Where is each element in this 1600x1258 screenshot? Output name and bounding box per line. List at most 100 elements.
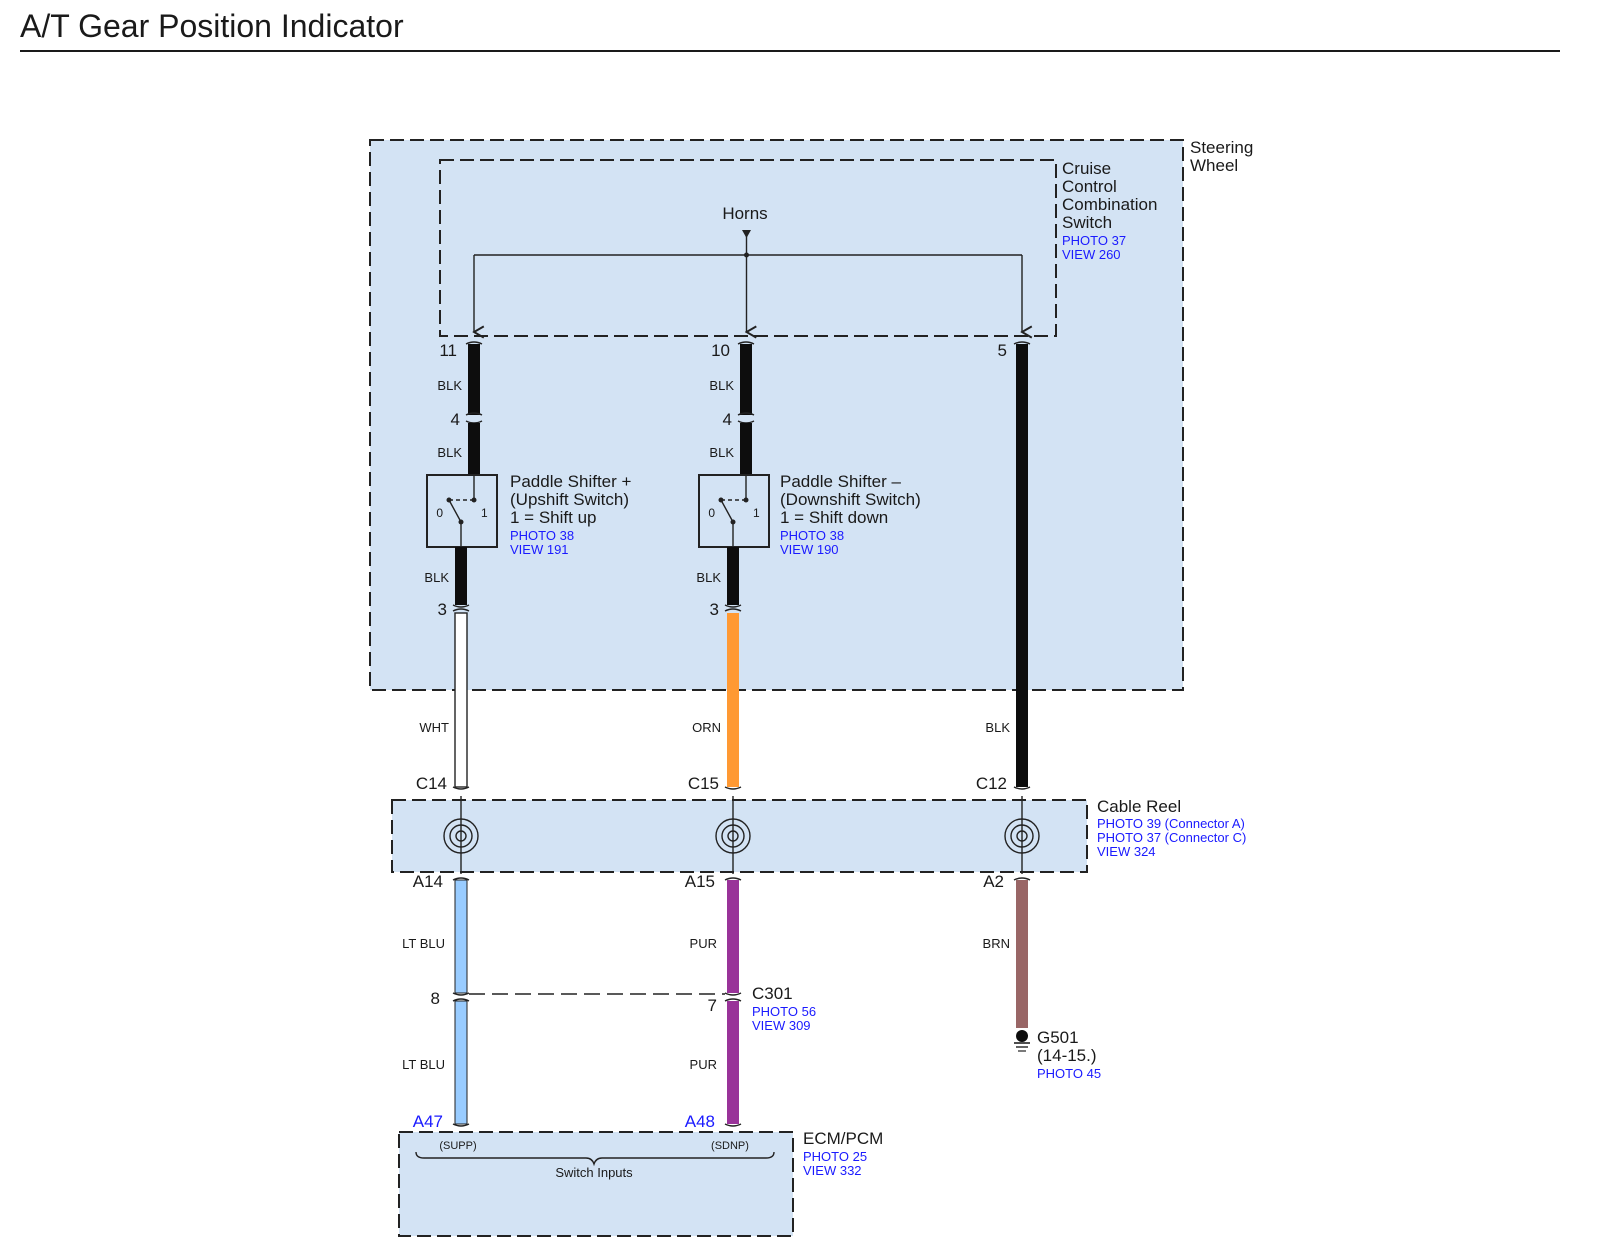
ecm-photo: PHOTO 25 [803, 1149, 867, 1164]
pin-11-cap [465, 341, 483, 345]
reel-c14-cap [452, 786, 470, 790]
wire-c2-seg2-color: BLK [709, 445, 734, 460]
cable-reel-photo-a: PHOTO 39 (Connector A) [1097, 816, 1245, 831]
pin-11-label: 11 [439, 341, 457, 360]
wire-c1-seg6-color: LT BLU [402, 1057, 445, 1072]
c301-pin-7-label: 7 [708, 996, 717, 1015]
cruise-switch-view: VIEW 260 [1062, 247, 1121, 262]
cruise-switch-photo: PHOTO 37 [1062, 233, 1126, 248]
paddle-down-pos0: 0 [708, 506, 715, 520]
paddle-up-switch-box [426, 474, 498, 548]
g501-ref: (14-15.) [1037, 1046, 1097, 1065]
pin-5-cap [1013, 341, 1031, 345]
reel-c12-cap [1013, 786, 1031, 790]
reel-coil-1-icon [443, 796, 479, 874]
c301-pin-8-label: 8 [431, 989, 440, 1008]
wire-c1-seg2-color: BLK [437, 445, 462, 460]
wire-c1-seg5 [454, 879, 468, 994]
wire-c1-seg1 [468, 344, 480, 415]
reel-c15-cap [724, 786, 742, 790]
wire-c3-seg1 [1016, 344, 1028, 787]
title-rule [20, 50, 1560, 52]
c301-pin-8-icon [452, 992, 470, 1002]
wire-c2-seg2 [740, 423, 752, 475]
ecm-view: VIEW 332 [803, 1163, 862, 1178]
pin-3-down-label: 3 [710, 600, 719, 619]
wire-c1-seg2 [468, 423, 480, 475]
paddle-down-pos1: 1 [753, 506, 760, 520]
cable-reel-label: Cable Reel [1097, 797, 1181, 816]
horns-terminal-icon [742, 230, 751, 238]
pin-5-label: 5 [998, 341, 1007, 360]
cruise-switch-label-3: Combination [1062, 195, 1157, 214]
c301-photo: PHOTO 56 [752, 1004, 816, 1019]
reel-a15-cap [724, 877, 742, 881]
wire-c2-seg6-color: PUR [690, 1057, 717, 1072]
wire-c1-seg4 [454, 612, 468, 788]
paddle-up-contact-1 [471, 497, 477, 503]
g501-photo: PHOTO 45 [1037, 1066, 1101, 1081]
paddle-down-view: VIEW 190 [780, 542, 839, 557]
ecm-box [398, 1131, 794, 1237]
reel-c14-label: C14 [416, 774, 447, 793]
reel-coil-3-icon [1004, 796, 1040, 874]
ground-icon [1014, 1030, 1030, 1052]
wire-c1-seg4-color: WHT [419, 720, 449, 735]
wire-c1-seg5-color: LT BLU [402, 936, 445, 951]
paddle-up-label-2: (Upshift Switch) [510, 490, 629, 509]
wire-c2-seg3-color: BLK [696, 570, 721, 585]
cable-reel-box [391, 799, 1088, 873]
reel-coil-2-icon [715, 796, 751, 874]
ecm-supp-label: (SUPP) [439, 1140, 476, 1152]
pin-10-label: 10 [711, 341, 730, 360]
ecm-sdnp-label: (SDNP) [711, 1140, 749, 1152]
wire-c2-seg5-color: PUR [690, 936, 717, 951]
paddle-up-pos1: 1 [481, 506, 488, 520]
ecm-a48-cap [724, 1123, 742, 1127]
cruise-switch-label-2: Control [1062, 177, 1117, 196]
wire-c2-seg6 [727, 1001, 739, 1124]
reel-a2-cap [1013, 877, 1031, 881]
wire-c1-seg6 [454, 1000, 468, 1125]
reel-a15-label: A15 [685, 872, 715, 891]
wire-c3-seg-color: BLK [985, 720, 1010, 735]
paddle-down-blade [720, 499, 734, 523]
pin-3-up-label: 3 [438, 600, 447, 619]
switch-inputs-brace [415, 1151, 775, 1167]
c301-view: VIEW 309 [752, 1018, 811, 1033]
ecm-switch-inputs-label: Switch Inputs [555, 1165, 633, 1180]
page-title: A/T Gear Position Indicator [20, 8, 404, 44]
paddle-down-contact-1 [743, 497, 749, 503]
wire-c1-seg3-color: BLK [424, 570, 449, 585]
paddle-down-switch-box [698, 474, 770, 548]
reel-a14-label: A14 [413, 872, 443, 891]
ecm-label: ECM/PCM [803, 1129, 883, 1148]
paddle-up-label-1: Paddle Shifter + [510, 472, 632, 491]
paddle-up-pos0: 0 [436, 506, 443, 520]
wire-c1-seg1-color: BLK [437, 378, 462, 393]
ecm-pin-a48-label: A48 [685, 1112, 715, 1131]
wire-c2-seg4 [727, 613, 739, 787]
paddle-down-label-3: 1 = Shift down [780, 508, 888, 527]
pin-4-up-label: 4 [451, 410, 460, 429]
paddle-up-blade [448, 499, 462, 523]
reel-a14-cap [452, 877, 470, 881]
reel-a2-label: A2 [983, 872, 1004, 891]
steering-wheel-box [369, 139, 1184, 691]
reel-c12-label: C12 [976, 774, 1007, 793]
paddle-up-label-3: 1 = Shift up [510, 508, 596, 527]
connector-3-up [452, 604, 470, 612]
reel-c15-label: C15 [688, 774, 719, 793]
wire-c2-seg1-color: BLK [709, 378, 734, 393]
wire-c2-seg3 [727, 547, 739, 605]
wire-c2-seg5 [727, 880, 739, 993]
paddle-up-view: VIEW 191 [510, 542, 569, 557]
paddle-up-photo: PHOTO 38 [510, 528, 574, 543]
wire-c2-seg4-color: ORN [692, 720, 721, 735]
wire-c1-seg3 [455, 547, 467, 605]
steering-wheel-label-2: Wheel [1190, 156, 1238, 175]
pin-10-cap [737, 341, 755, 345]
wire-c3-seg5 [1016, 880, 1028, 1028]
cable-reel-photo-c: PHOTO 37 (Connector C) [1097, 830, 1246, 845]
